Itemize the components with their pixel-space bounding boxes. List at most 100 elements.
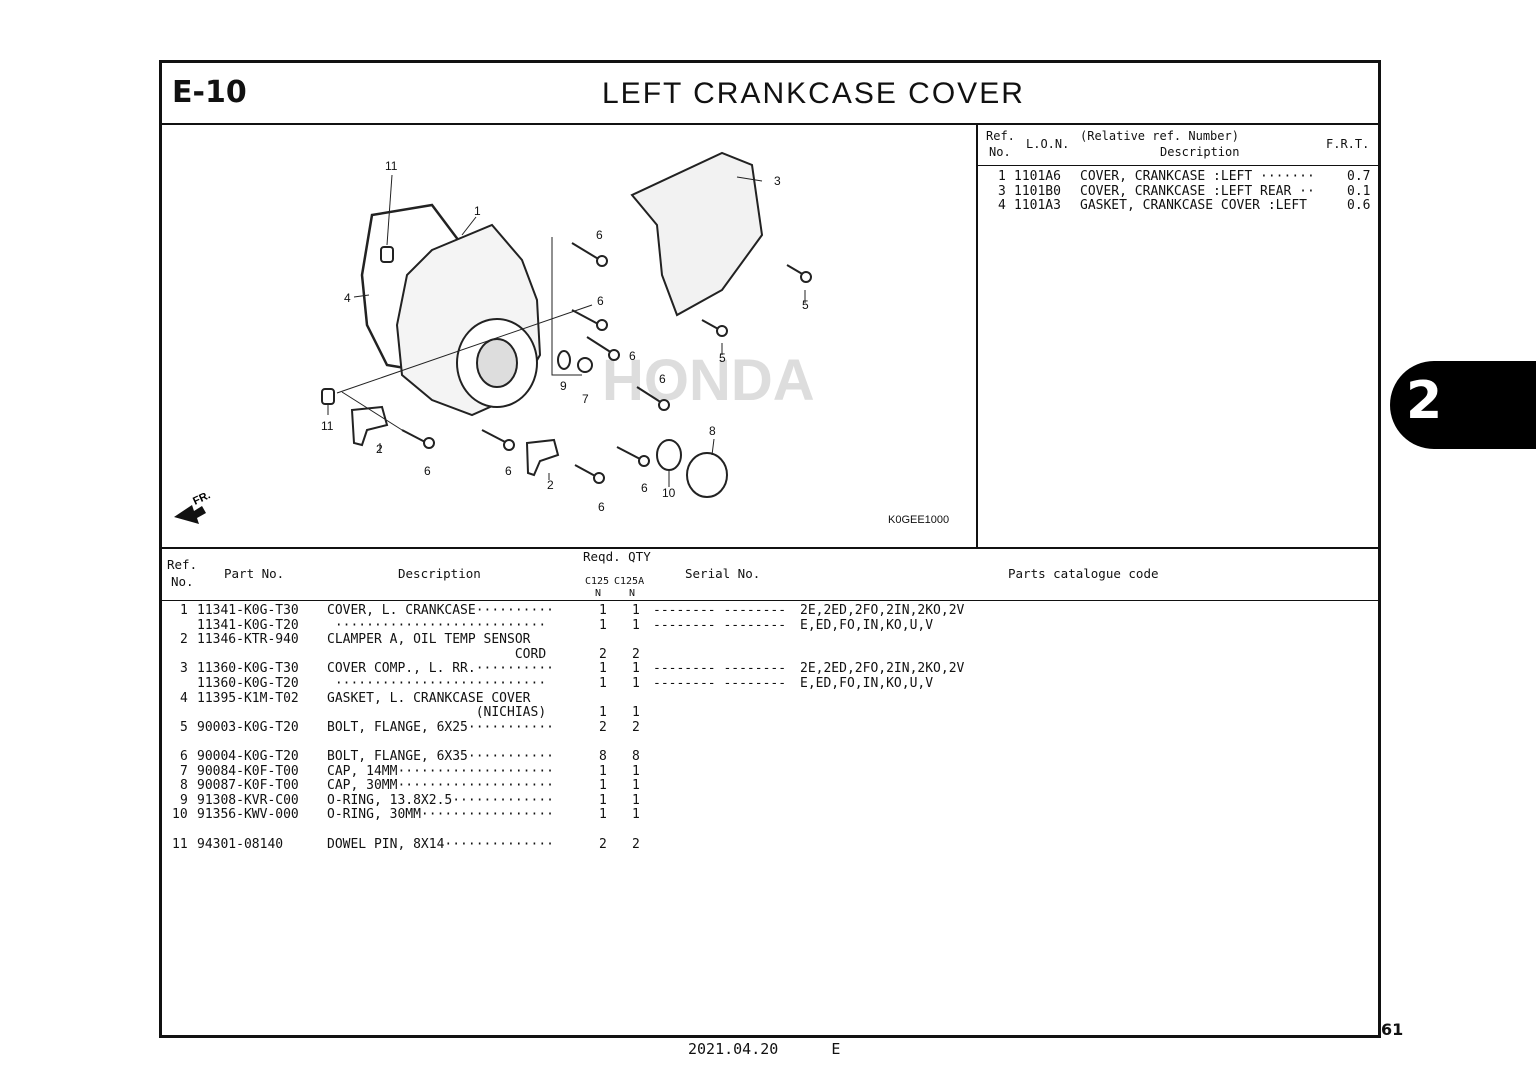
part-no-cell: 90004-K0G-T20 <box>197 749 299 764</box>
qty-c125a-cell: 8 <box>632 749 640 764</box>
ref-header: Ref. <box>986 129 1015 143</box>
callout-label: 5 <box>719 351 726 365</box>
cover-bore <box>476 338 518 388</box>
qty-c125a-cell: 1 <box>632 661 640 677</box>
callout-label: 2 <box>376 442 383 456</box>
description-cell: GASKET, CRANKCASE COVER :LEFT <box>1080 198 1307 213</box>
qty-c125a-cell: 1 <box>632 763 640 779</box>
catalogue-code-cell: 2E,2ED,2FO,2IN,2KO,2V <box>800 661 965 677</box>
part-no-cell: 91356-KWV-000 <box>197 807 299 823</box>
qty-c125-cell: 1 <box>599 792 607 808</box>
ref-no-header: No. <box>171 574 194 589</box>
ref-cell: 4 <box>180 690 188 706</box>
parts-table: Ref. No. Part No. Description Reqd. QTY … <box>162 549 1378 1035</box>
serial-no-cell: -------- -------- <box>653 661 787 677</box>
description-cell: O-RING, 30MM················· <box>327 807 554 823</box>
qty-c125-cell: 2 <box>599 646 607 662</box>
description-cell: COVER, L. CRANKCASE·········· <box>327 603 554 618</box>
qty-c125a-cell: 1 <box>632 617 640 633</box>
callout-label: 6 <box>596 228 603 242</box>
part-no-cell: 11341-K0G-T20 <box>197 617 299 633</box>
callout-label: 10 <box>662 486 676 500</box>
ref-cell: 7 <box>180 763 188 779</box>
qty-c125-cell: 1 <box>599 676 607 691</box>
frt-cell: 0.1 <box>1347 183 1371 199</box>
part-no-cell: 91308-KVR-C00 <box>197 792 299 808</box>
diagram-drawing: HONDA <box>174 151 815 524</box>
callout-label: 2 <box>547 478 554 492</box>
catalogue-code-cell: E,ED,FO,IN,KO,U,V <box>800 617 934 633</box>
callout-label: 3 <box>774 174 781 188</box>
qty-c125-cell: 8 <box>599 749 607 764</box>
ref-cell: 8 <box>180 778 188 794</box>
description-cell: COVER, CRANKCASE :LEFT REAR ·· <box>1080 183 1315 199</box>
serial-no-cell: -------- -------- <box>653 676 787 691</box>
qty-c125-cell: 1 <box>599 617 607 633</box>
ref-cell: 3 <box>998 183 1006 199</box>
part-no-cell: 90003-K0G-T20 <box>197 719 299 735</box>
figure-code: K0GEE1000 <box>888 514 950 526</box>
part-no-header: Part No. <box>224 566 285 581</box>
chapter-tab: 2 <box>1390 361 1536 449</box>
qty-c125-cell: 1 <box>599 807 607 823</box>
qty-c125a-cell: 1 <box>632 778 640 794</box>
description-cell: ··························· <box>327 617 547 633</box>
ref-cell: 6 <box>180 749 188 764</box>
qty-c125-cell: 1 <box>599 661 607 677</box>
model-c125a-sub: N <box>629 588 636 599</box>
ref-cell: 2 <box>180 632 188 648</box>
lon-cell: 1101A6 <box>1014 169 1061 184</box>
lon-header: L.O.N. <box>1026 137 1070 151</box>
callout-label: 11 <box>321 419 334 433</box>
description-header: Description <box>398 566 481 581</box>
callout-label: 4 <box>344 291 351 305</box>
lon-cell: 1101B0 <box>1014 183 1061 199</box>
description-cell: COVER, CRANKCASE :LEFT ······· <box>1080 169 1315 184</box>
description-cell: CAP, 30MM···················· <box>327 778 554 794</box>
bolts-group <box>401 242 812 484</box>
qty-c125a-cell: 1 <box>632 676 640 691</box>
page-footer: 2021.04.20 E <box>688 1040 884 1058</box>
callout-label: 1 <box>474 204 481 218</box>
section-code: E-10 <box>172 75 247 110</box>
catalogue-code-header: Parts catalogue code <box>1008 566 1159 581</box>
catalogue-code-cell: E,ED,FO,IN,KO,U,V <box>800 676 934 691</box>
front-arrow-icon <box>174 505 206 524</box>
serial-no-cell: -------- -------- <box>653 617 787 633</box>
footer-date: 2021.04.20 <box>688 1040 779 1058</box>
description-cell: COVER COMP., L. RR.·········· <box>327 661 554 677</box>
part-no-cell: 11395-K1M-T02 <box>197 690 299 706</box>
o-ring-large-shape <box>656 439 682 471</box>
callout-label: 6 <box>597 294 604 308</box>
ref-cell: 9 <box>180 792 188 808</box>
model-c125a-header: C125A <box>614 576 645 587</box>
model-c125-header: C125 <box>585 576 610 587</box>
description-cell: GASKET, L. CRANKCASE COVER <box>327 690 531 706</box>
page-title: LEFT CRANKCASE COVER <box>602 77 1025 110</box>
callout-label: 6 <box>629 349 636 363</box>
callout-label: 6 <box>659 372 666 386</box>
part-no-cell: 90084-K0F-T00 <box>197 763 299 779</box>
clamper-shape <box>525 438 560 477</box>
qty-c125a-cell: 1 <box>632 603 640 618</box>
ref-cell: 11 <box>172 836 188 852</box>
leader-lines <box>327 174 806 487</box>
ref-header: Ref. <box>167 557 198 572</box>
parts-table-header: Ref. No. Part No. Description Reqd. QTY … <box>162 549 1378 601</box>
part-no-cell: 90087-K0F-T00 <box>197 778 299 794</box>
serial-no-cell: -------- -------- <box>653 603 787 618</box>
ref-cell: 5 <box>180 719 188 735</box>
page-frame: E-10 LEFT CRANKCASE COVER HONDA <box>159 60 1381 1038</box>
ref-no-header: No. <box>989 145 1011 159</box>
callout-label: 11 <box>385 159 398 173</box>
description-cell: CORD <box>327 646 547 662</box>
description-cell: BOLT, FLANGE, 6X25··········· <box>327 719 554 735</box>
ref-table-header: Ref. No. L.O.N. (Relative ref. Number) D… <box>978 125 1378 166</box>
callout-label: 6 <box>505 464 512 478</box>
frt-cell: 0.7 <box>1347 169 1371 184</box>
exploded-diagram: HONDA <box>162 125 978 549</box>
description-header: Description <box>1160 145 1240 159</box>
ref-cell: 1 <box>180 603 188 618</box>
lon-cell: 1101A3 <box>1014 198 1061 213</box>
description-cell: (NICHIAS) <box>327 705 547 721</box>
